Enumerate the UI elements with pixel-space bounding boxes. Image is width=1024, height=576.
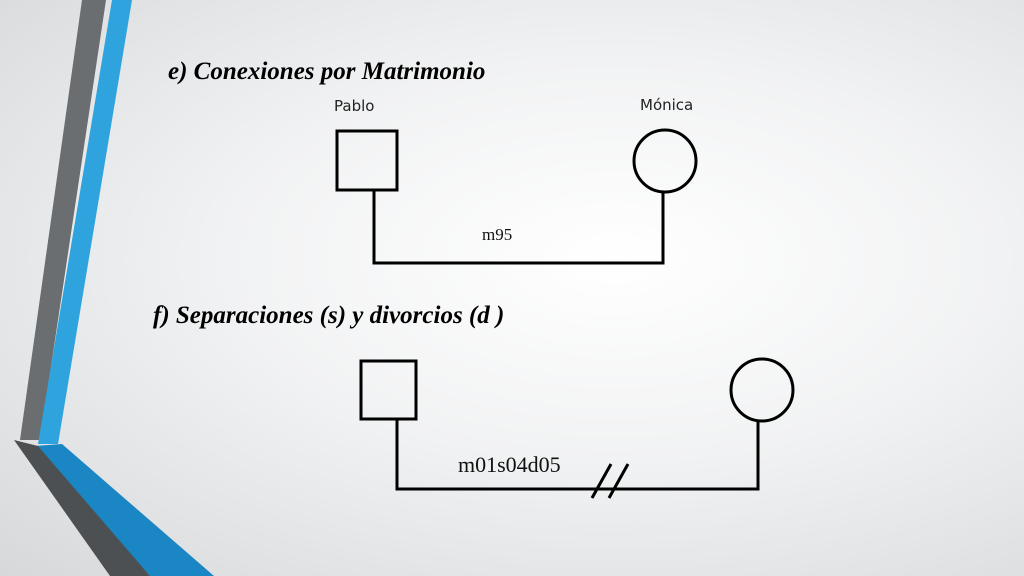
separation-line: [395, 419, 760, 491]
female-name-label: Mónica: [640, 96, 693, 114]
section-title-marriage: e) Conexiones por Matrimonio: [168, 58, 486, 85]
blue-stripe: [38, 0, 132, 444]
bottom-blue-band: [34, 444, 214, 576]
marriage-code-label: m95: [482, 225, 512, 244]
gray-stripe: [20, 0, 106, 440]
female-circle-symbol: [632, 128, 698, 194]
divorce-slash-1: [590, 463, 613, 499]
section-title-separation: f) Separaciones (s) y divorcios (d ): [153, 302, 505, 329]
separation-genogram: m01s04d05: [359, 357, 795, 499]
female-circle-symbol: [729, 357, 795, 423]
separation-code-label: m01s04d05: [458, 452, 561, 477]
marriage-genogram: Pablo Mónica m95: [334, 96, 698, 265]
male-square-symbol: [335, 129, 399, 192]
bottom-gray-band: [14, 440, 150, 576]
marriage-line: [372, 190, 665, 265]
male-name-label: Pablo: [334, 97, 374, 115]
male-square-symbol: [359, 359, 418, 421]
divorce-slash-2: [607, 463, 630, 499]
